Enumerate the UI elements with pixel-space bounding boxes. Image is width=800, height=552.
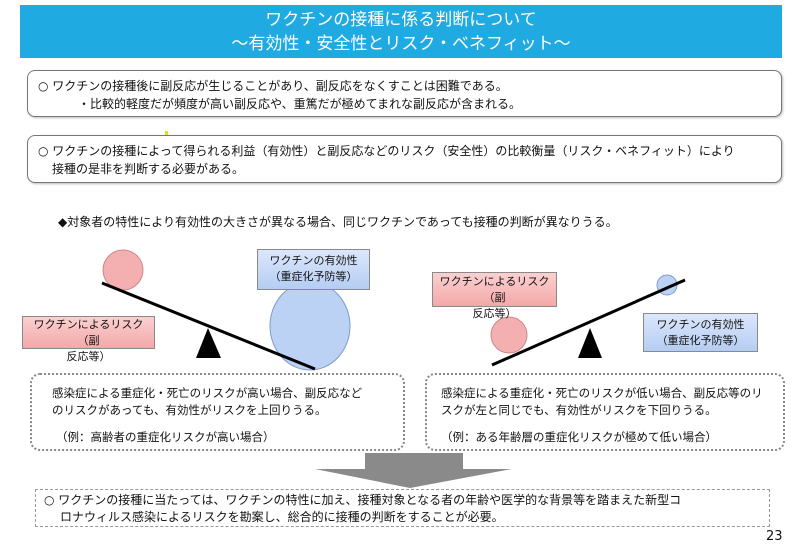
conclusion-box: ○ ワクチンの接種に当たっては、ワクチンの特性に加え、接種対象となる者の年齢や医… <box>35 489 770 527</box>
note-text: ◆対象者の特性により有効性の大きさが異なる場合、同じワクチンであっても接種の判断… <box>58 215 618 229</box>
side-effect-subtext: ・比較的軽度だが頻度が高い副反応や、重篤だが極めてまれな副反応が含まれる。 <box>78 97 522 111</box>
left-seesaw-beam <box>101 281 316 371</box>
left-benefit-label: ワクチンの有効性 （重症化予防等） <box>257 249 370 290</box>
risk-benefit-box: ○ ワクチンの接種によって得られる利益（有効性）と副反応などのリスク（安全性）の… <box>27 135 782 183</box>
right-benefit-label: ワクチンの有効性 （重症化予防等） <box>643 313 758 352</box>
label-line: ワクチンによるリスク（副 <box>439 275 550 304</box>
left-description-box: 感染症による重症化・死亡のリスクが高い場合、副反応など のリスクがあっても、有効… <box>30 373 405 451</box>
label-line: ワクチンによるリスク（副 <box>33 318 144 347</box>
left-desc-line2: のリスクがあっても、有効性がリスクを上回りうる。 <box>52 403 327 417</box>
title-line1: ワクチンの接種に係る判断について <box>265 10 537 30</box>
left-example: （例：高齢者の重症化リスクが高い場合） <box>56 430 275 444</box>
side-effect-box: ○ ワクチンの接種後に副反応が生じることがあり、副反応をなくすことは困難である。… <box>27 70 782 117</box>
seesaw-diagrams <box>101 249 686 371</box>
label-line: （重症化予防等） <box>269 270 358 283</box>
left-risk-circle <box>102 249 144 291</box>
label-line: ワクチンの有効性 <box>656 318 745 331</box>
label-line: 反応等） <box>472 307 517 320</box>
right-fulcrum <box>578 328 602 358</box>
left-fulcrum <box>196 328 221 358</box>
conclusion-line2: ロナウィルス感染によるリスクを勘案し、総合的に接種の判断をすることが必要。 <box>60 510 504 524</box>
right-description-box: 感染症による重症化・死亡のリスクが低い場合、副反応等のリ スクが左と同じでも、有… <box>425 373 785 451</box>
side-effect-text: ○ ワクチンの接種後に副反応が生じることがあり、副反応をなくすことは困難である。 <box>38 79 508 93</box>
left-desc-line1: 感染症による重症化・死亡のリスクが高い場合、副反応など <box>52 386 363 400</box>
right-desc-line1: 感染症による重症化・死亡のリスクが低い場合、副反応等のリ <box>441 386 763 400</box>
down-arrow-icon <box>315 453 512 488</box>
title-line2: ～有効性・安全性とリスク・ベネフィット～ <box>231 34 571 54</box>
label-line: 反応等） <box>66 350 111 363</box>
right-seesaw-beam <box>491 278 686 367</box>
label-line: ワクチンの有効性 <box>269 254 358 267</box>
page-number: 23 <box>766 529 783 544</box>
right-risk-circle <box>490 316 528 354</box>
label-line: （重症化予防等） <box>656 334 745 347</box>
conclusion-line1: ○ ワクチンの接種に当たっては、ワクチンの特性に加え、接種対象となる者の年齢や医… <box>44 493 682 507</box>
risk-benefit-text: ○ ワクチンの接種によって得られる利益（有効性）と副反応などのリスク（安全性）の… <box>38 144 735 158</box>
right-desc-line2: スクが左と同じでも、有効性がリスクを下回りうる。 <box>441 403 717 417</box>
title-banner: ワクチンの接種に係る判断について ～有効性・安全性とリスク・ベネフィット～ <box>20 5 782 58</box>
left-risk-label: ワクチンによるリスク（副 反応等） <box>22 316 155 363</box>
right-risk-label: ワクチンによるリスク（副 反応等） <box>432 272 557 320</box>
risk-benefit-text-2: 接種の是非を判断する必要がある。 <box>52 162 245 176</box>
right-example: （例：ある年齢層の重症化リスクが極めて低い場合） <box>441 430 717 444</box>
